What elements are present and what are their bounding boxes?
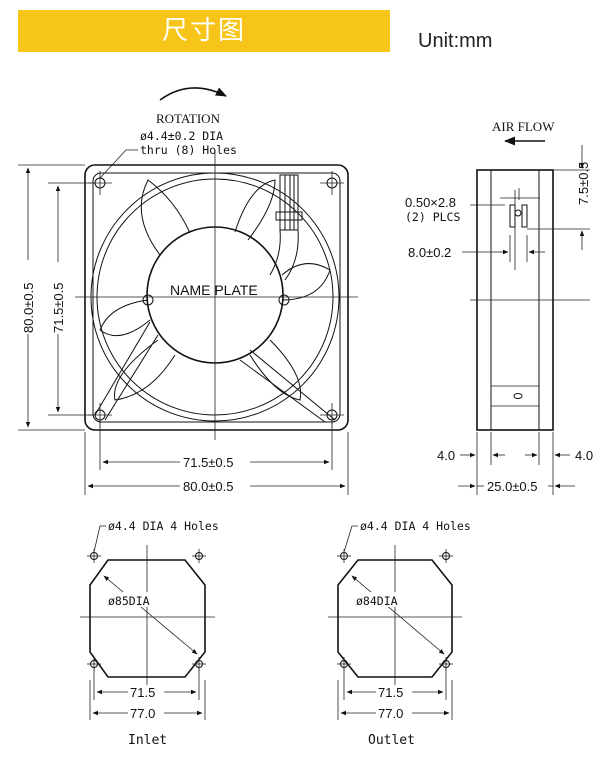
dim-right-flange-label: 4.0 xyxy=(575,448,593,463)
dim-outer-v-label: 80.0±0.5 xyxy=(21,282,36,333)
air-flow-label: AIR FLOW xyxy=(492,119,555,134)
strut xyxy=(249,349,336,421)
inlet-dim-outer-label: 77.0 xyxy=(130,706,155,721)
hub-hole xyxy=(278,294,290,306)
inlet-view: ø4.4 DIA 4 Holes ø85DIA 71.5 77.0 Inlet xyxy=(80,519,219,748)
fan-blade xyxy=(99,299,151,337)
strut xyxy=(104,334,159,421)
fan-blade xyxy=(249,339,302,401)
inlet-dim-inner-label: 71.5 xyxy=(130,685,155,700)
outlet-dia-label: ø84DIA xyxy=(356,594,398,608)
dim-outer-h-label: 80.0±0.5 xyxy=(183,479,234,494)
rotation-label: ROTATION xyxy=(156,111,221,126)
dim-inner-h-label: 71.5±0.5 xyxy=(183,455,234,470)
outlet-dim-outer-label: 77.0 xyxy=(378,706,403,721)
hole-note-line1: ø4.4±0.2 DIA xyxy=(140,129,223,143)
fan-blade xyxy=(234,179,276,241)
outlet-dim-inner-label: 71.5 xyxy=(378,685,403,700)
fan-blade xyxy=(114,339,176,401)
name-plate-label: NAME PLATE xyxy=(170,282,258,298)
dim-inner-v-label: 71.5±0.5 xyxy=(51,282,66,333)
fan-outer-frame xyxy=(84,164,349,431)
strut xyxy=(94,321,151,416)
unit-label: Unit:mm xyxy=(418,30,493,52)
inlet-holes xyxy=(87,549,206,671)
dim-depth-label: 25.0±0.5 xyxy=(487,479,538,494)
inlet-dia-label: ø85DIA xyxy=(108,594,150,608)
outlet-view: ø4.4 DIA 4 Holes ø84DIA 71.5 77.0 Outlet xyxy=(328,519,471,748)
hole-note-line2: thru (8) Holes xyxy=(140,143,237,157)
outlet-cutout xyxy=(337,559,453,678)
fan-blade xyxy=(140,179,191,256)
rotation-arrow-icon xyxy=(159,87,228,101)
mounting-holes xyxy=(88,171,344,427)
dim-top-label: 7.5±0.5 xyxy=(576,162,591,205)
dim-left-flange-label: 4.0 xyxy=(437,448,455,463)
outlet-label: Outlet xyxy=(368,733,415,748)
inlet-cutout xyxy=(89,559,206,678)
terminal xyxy=(509,204,516,228)
inlet-holes-label: ø4.4 DIA 4 Holes xyxy=(108,519,219,533)
side-view: AIR FLOW 0.50×2.8 (2) PLCS 7.5±0.5 8.0±0… xyxy=(405,119,593,495)
hub-hole xyxy=(142,294,154,306)
inlet-label: Inlet xyxy=(128,733,167,748)
dim-terminal-pos-label: 8.0±0.2 xyxy=(408,245,451,260)
terminal-spec-line1: 0.50×2.8 xyxy=(405,195,456,210)
outlet-holes-label: ø4.4 DIA 4 Holes xyxy=(360,519,471,533)
hole-note-leader xyxy=(99,149,138,179)
terminal xyxy=(521,204,528,228)
header-bar: 尺寸图 xyxy=(18,10,390,52)
strut xyxy=(239,359,326,423)
fan-blade xyxy=(281,263,331,301)
terminal-spec-line2: (2) PLCS xyxy=(405,210,460,224)
wire-clip xyxy=(275,211,303,221)
wire-bundle xyxy=(279,174,299,231)
header-title: 尺寸图 xyxy=(161,16,246,46)
front-view: ROTATION ø4.4±0.2 DIA thru (8) Holes xyxy=(18,87,358,495)
